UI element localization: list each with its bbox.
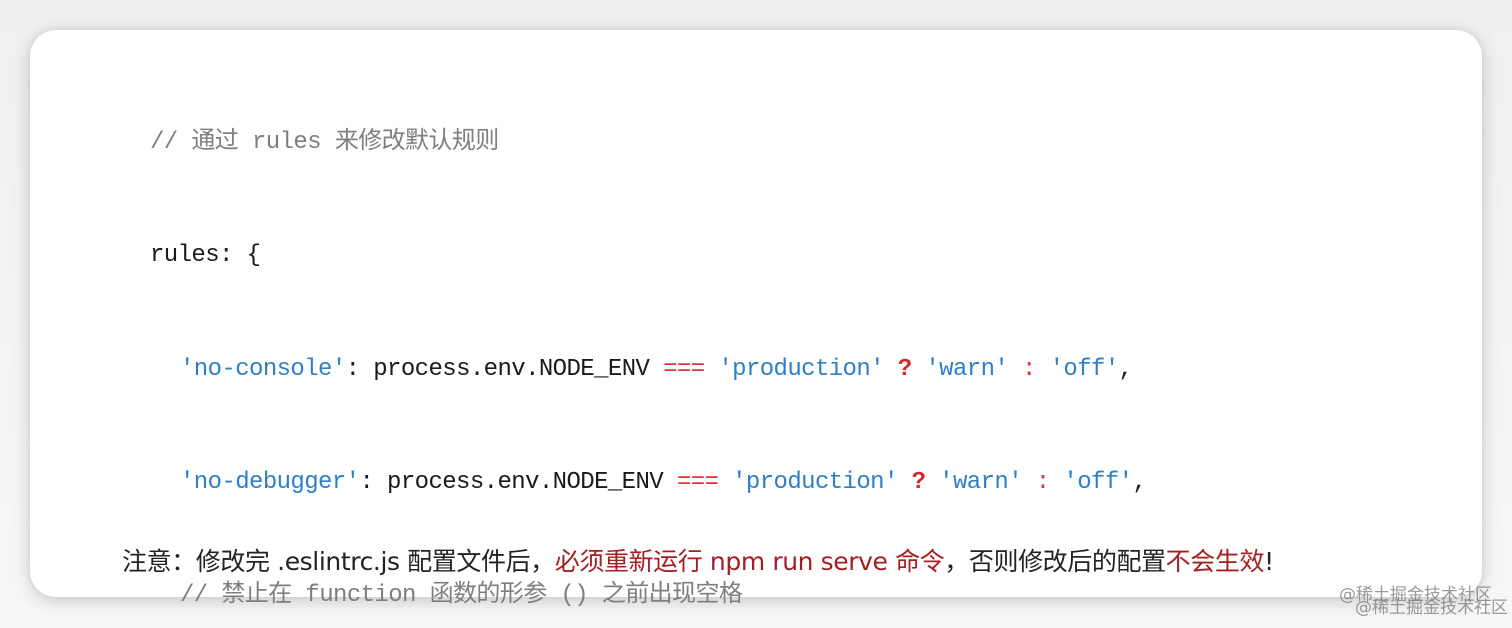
notice-emphasis: 不会生效 [1165,547,1265,576]
code-block: // 通过 rules 来修改默认规则 rules: { 'no-console… [150,68,1147,628]
rule-key: 'no-debugger' [180,468,360,496]
ternary-operator: ? [897,355,912,383]
watermark-text: @稀土掘金技术社区 [1355,598,1508,618]
rule-key: 'no-console' [180,355,346,383]
code-line-comment-rules: // 通过 rules 来修改默认规则 [150,122,1146,181]
code-comment: // 禁止在 function 函数的形参 () 之前出现空格 [180,582,743,610]
strict-equals-operator: === [663,355,705,383]
content-card [30,30,1482,597]
notice-emphasis: 必须重新运行 npm run serve 命令 [554,547,945,576]
code-line-comment-space: // 禁止在 function 函数的形参 () 之前出现空格 [150,575,1146,628]
notice-text: 注意：修改完 .eslintrc.js 配置文件后，必须重新运行 npm run… [122,547,1274,576]
env-expression: process.env.NODE_ENV [373,355,664,383]
env-expression: process.env.NODE_ENV [387,468,677,496]
code-line-no-debugger: 'no-debugger': process.env.NODE_ENV === … [180,468,1147,496]
code-comment: // 通过 rules 来修改默认规则 [150,129,499,156]
rules-open: rules: { [150,242,261,270]
watermark-text: @稀土掘金技术社区 [1339,585,1492,605]
code-line-rules-open: rules: { [150,235,1146,294]
code-line-no-console: 'no-console': process.env.NODE_ENV === '… [180,355,1133,383]
strict-equals-operator: === [676,468,719,496]
ternary-operator: ? [911,468,926,496]
